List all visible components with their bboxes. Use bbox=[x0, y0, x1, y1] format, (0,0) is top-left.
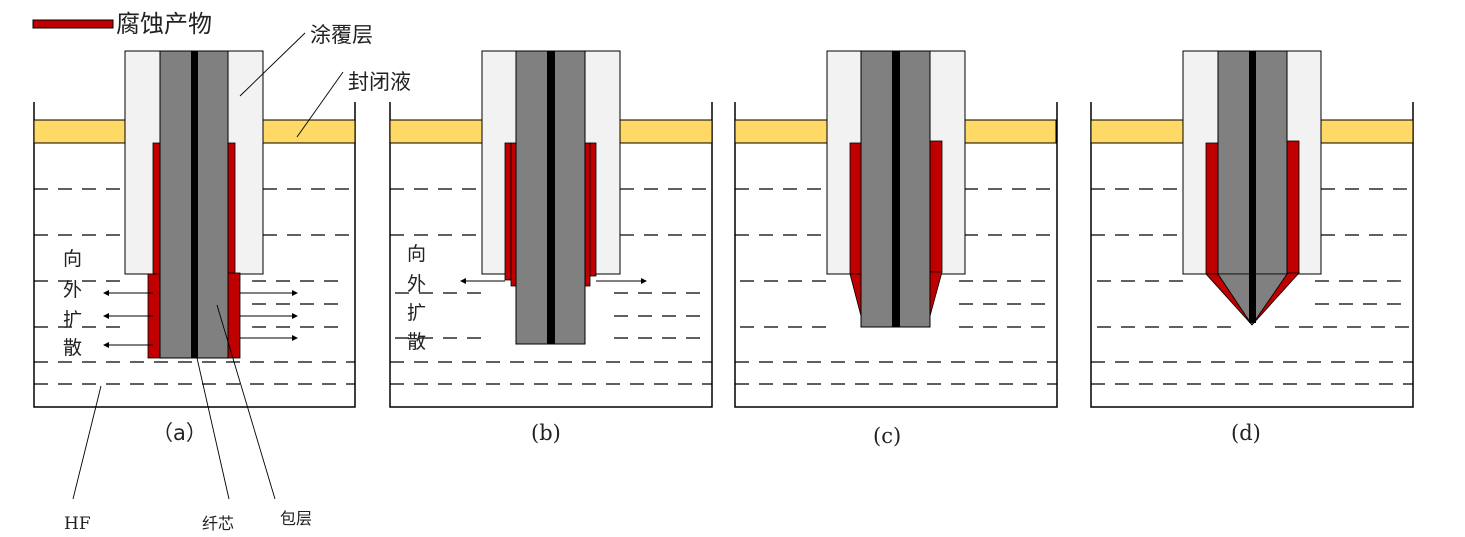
leader-lines bbox=[72, 32, 344, 500]
corrosion-product-right bbox=[1286, 140, 1300, 274]
core-label: 纤芯 bbox=[202, 514, 234, 533]
hf-liquid-lines bbox=[735, 188, 1057, 385]
sealant-layer-left bbox=[389, 119, 483, 144]
corrosion-product-left-taper bbox=[849, 273, 862, 317]
panel-b: 向 外 扩 散 (b) bbox=[389, 50, 713, 445]
sealant-layer-left bbox=[33, 119, 126, 144]
hf-liquid-lines bbox=[1091, 188, 1413, 385]
corrosion-product-right-outer bbox=[589, 142, 597, 277]
legend-corrosion-swatch bbox=[32, 19, 114, 29]
sealant-layer-right bbox=[619, 119, 713, 144]
outward-diffusion-label: 向 外 扩 散 bbox=[407, 243, 426, 353]
corrosion-product-left bbox=[1205, 142, 1219, 275]
svg-text:外: 外 bbox=[63, 279, 82, 301]
panel-d: (d) bbox=[1090, 50, 1414, 445]
corrosion-product-right-exposed bbox=[227, 272, 241, 359]
panel-caption-d: (d) bbox=[1231, 421, 1261, 445]
sealant-layer-right bbox=[1320, 119, 1414, 144]
corrosion-product-right-taper bbox=[929, 271, 943, 317]
svg-text:扩: 扩 bbox=[63, 309, 82, 331]
hf-liquid-lines bbox=[34, 188, 355, 385]
fiber-core bbox=[191, 51, 198, 358]
svg-text:向: 向 bbox=[407, 243, 426, 265]
diffusion-arrows bbox=[103, 290, 298, 348]
svg-text:散: 散 bbox=[407, 331, 426, 353]
sealant-layer-right bbox=[262, 119, 356, 144]
panel-caption-c: (c) bbox=[873, 424, 901, 448]
sealant-layer-right bbox=[963, 119, 1057, 144]
container bbox=[389, 102, 713, 408]
panel-caption-b: (b) bbox=[531, 421, 561, 445]
legend-corrosion-label: 腐蚀产物 bbox=[116, 10, 212, 38]
corrosion-product-left bbox=[152, 142, 161, 275]
sealant-layer-left bbox=[734, 119, 828, 144]
fiber-core bbox=[1249, 51, 1256, 323]
hf-label: HF bbox=[64, 514, 91, 534]
container bbox=[33, 102, 356, 408]
corrosion-product-right-inner bbox=[584, 142, 591, 287]
container bbox=[1090, 102, 1414, 408]
panel-caption-a: （a） bbox=[152, 421, 207, 445]
corrosion-product-left-outer bbox=[504, 142, 512, 281]
sealant-label: 封闭液 bbox=[348, 70, 411, 94]
cladding-label: 包层 bbox=[280, 509, 312, 528]
legend: 腐蚀产物 bbox=[32, 10, 212, 38]
corrosion-product-left-inner bbox=[510, 142, 517, 287]
sealant-layer-left bbox=[1090, 119, 1184, 144]
container bbox=[734, 102, 1058, 408]
fiber-core bbox=[547, 51, 555, 344]
corrosion-product-right bbox=[227, 142, 236, 275]
svg-text:外: 外 bbox=[407, 273, 426, 295]
svg-text:向: 向 bbox=[63, 248, 82, 270]
outward-diffusion-label: 向 外 扩 散 bbox=[63, 248, 82, 359]
corrosion-product-left bbox=[849, 142, 862, 275]
hf-liquid-lines bbox=[390, 188, 712, 385]
svg-text:散: 散 bbox=[63, 337, 82, 359]
svg-text:扩: 扩 bbox=[407, 302, 426, 324]
coating-label: 涂覆层 bbox=[310, 23, 373, 47]
panel-a: 向 外 扩 散 涂覆层 封闭液 HF 纤芯 包层 （a） bbox=[33, 23, 411, 534]
fiber-core bbox=[892, 51, 900, 327]
corrosion-product-right bbox=[929, 140, 943, 273]
panel-c: (c) bbox=[734, 50, 1058, 448]
